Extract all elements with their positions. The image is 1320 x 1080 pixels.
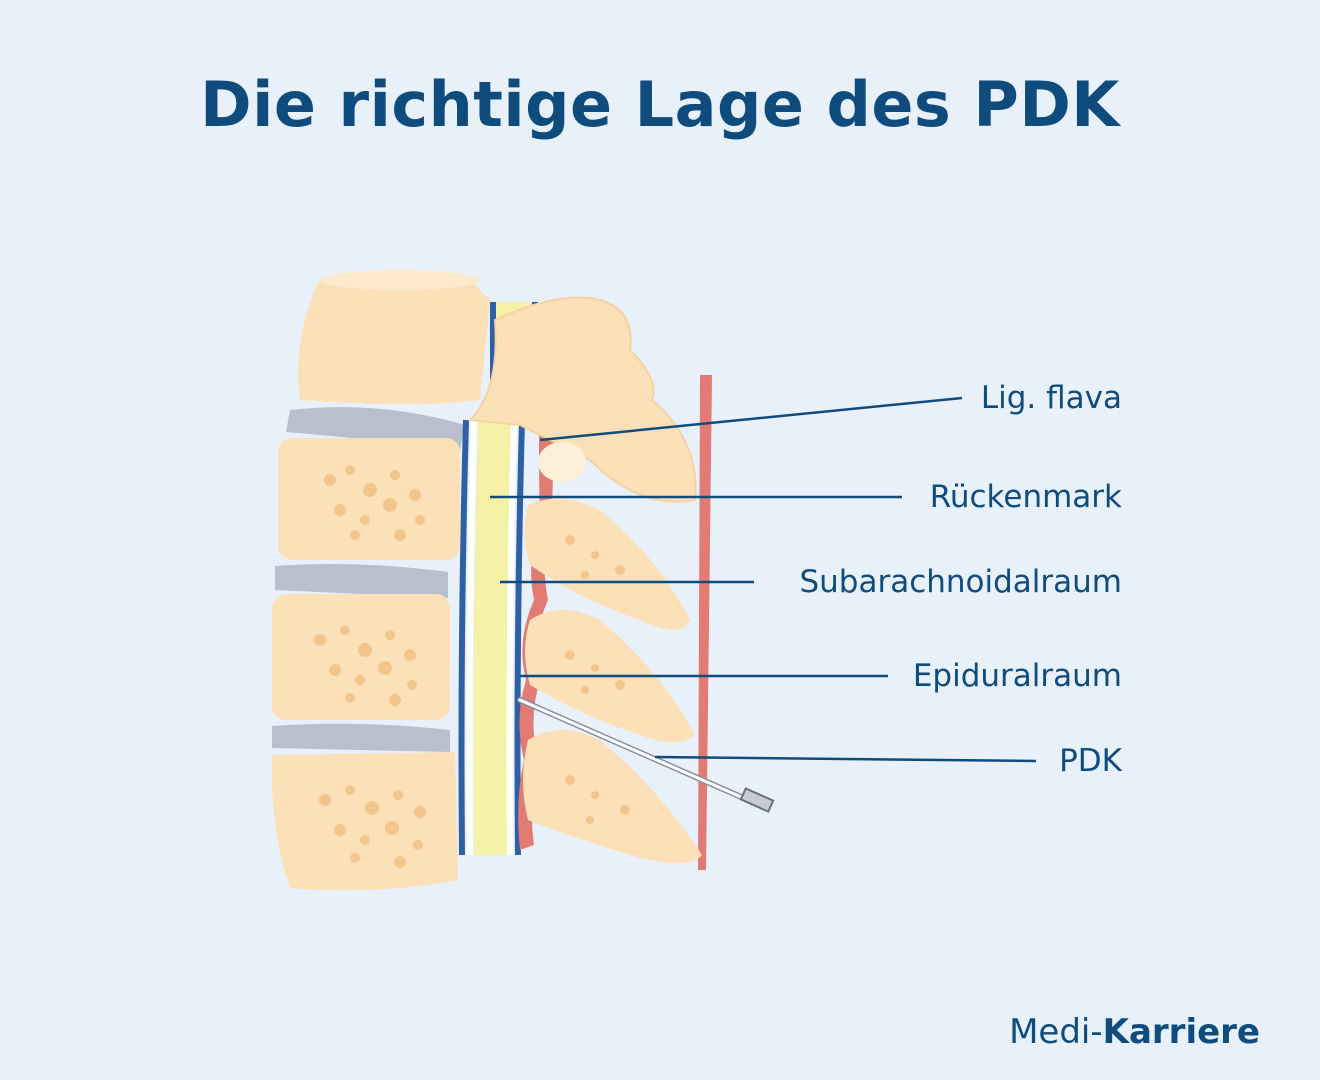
ligamentum-flavum-knob — [538, 442, 586, 482]
label-epiduralraum: Epiduralraum — [912, 658, 1122, 694]
label-lig-flava: Lig. flava — [980, 380, 1122, 416]
pdk-catheter — [517, 697, 775, 813]
label-subarachnoidalraum: Subarachnoidalraum — [799, 564, 1122, 600]
page-title: Die richtige Lage des PDK — [200, 68, 1120, 141]
vertebra-body — [272, 594, 450, 720]
intervertebral-disc — [272, 723, 450, 752]
vertebra-body — [271, 752, 458, 891]
vertebra-body-top — [298, 274, 490, 404]
vertebral-column — [271, 270, 490, 891]
spinal-cord — [473, 420, 512, 855]
leader-line-pdk — [654, 755, 1037, 763]
leader-lines — [490, 396, 1037, 763]
label-pdk: PDK — [1059, 743, 1122, 779]
spinous-process — [523, 730, 702, 864]
spinous-process — [524, 498, 690, 630]
intervertebral-disc — [275, 564, 448, 598]
brand-part-2: Karriere — [1102, 1012, 1260, 1052]
vertebra-body — [278, 438, 460, 560]
leader-line-lig-flava — [539, 396, 963, 442]
brand-logo: Medi-Karriere — [1009, 1012, 1260, 1052]
bone-texture — [314, 465, 426, 868]
spinous-process-top — [467, 296, 697, 503]
brand-part-1: Medi- — [1009, 1012, 1103, 1052]
label-rueckenmark: Rückenmark — [929, 479, 1122, 515]
supraspinous-ligament — [698, 375, 712, 870]
dura-mater — [514, 419, 525, 856]
